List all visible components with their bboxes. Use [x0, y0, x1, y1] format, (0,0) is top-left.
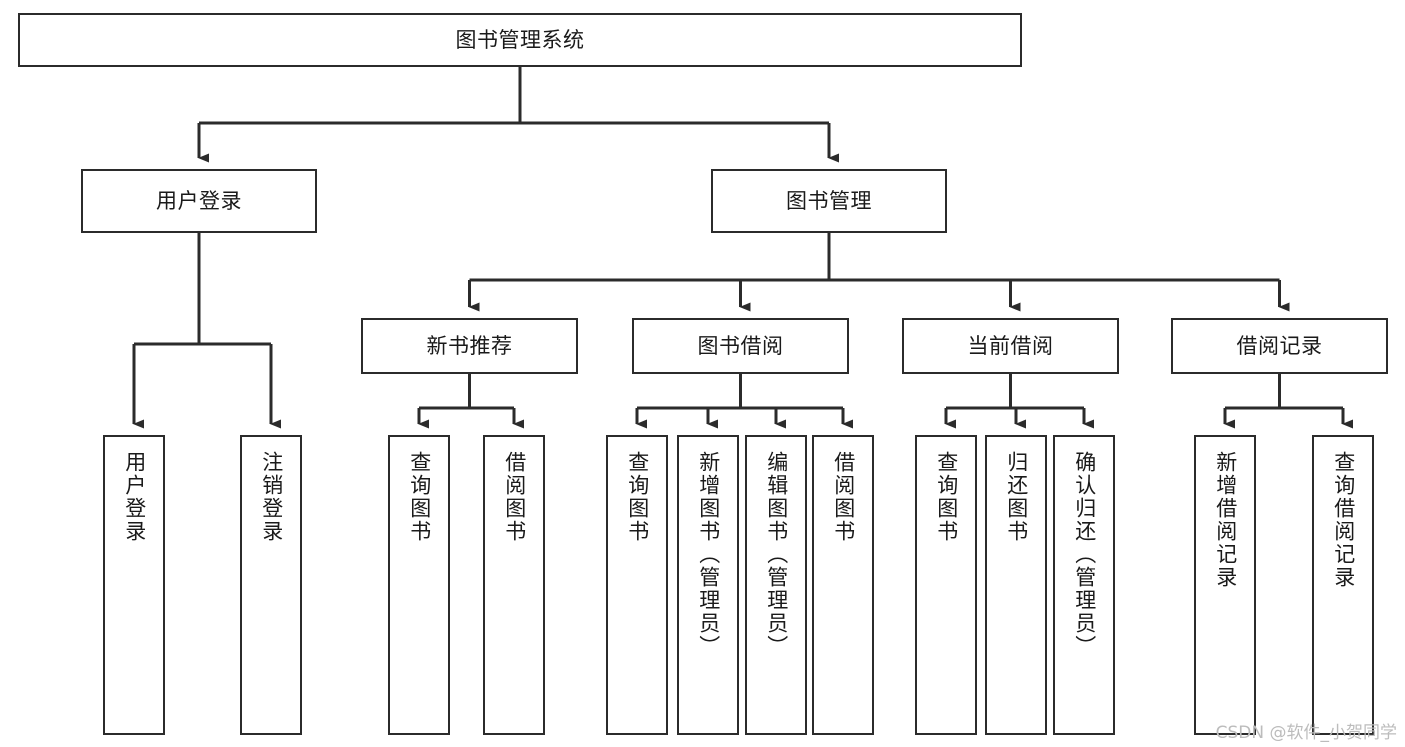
node-label: 用户登录 [122, 451, 147, 543]
node-borrowing-records[interactable]: 借阅记录 [1171, 318, 1388, 374]
node-leaf-edit-book-admin[interactable]: 编辑图书（管理员） [745, 435, 807, 735]
node-label: 借阅记录 [1236, 333, 1323, 358]
node-current-borrowing[interactable]: 当前借阅 [902, 318, 1119, 374]
node-label: 查询图书 [934, 451, 959, 543]
node-leaf-query-book-borrowing[interactable]: 查询图书 [606, 435, 668, 735]
node-label: 注销登录 [259, 451, 284, 543]
node-leaf-return-book[interactable]: 归还图书 [985, 435, 1047, 735]
node-leaf-borrow-book-borrowing[interactable]: 借阅图书 [812, 435, 874, 735]
node-leaf-user-login[interactable]: 用户登录 [103, 435, 165, 735]
node-label: 图书管理 [786, 188, 872, 213]
node-label: 新增图书（管理员） [696, 451, 721, 658]
node-leaf-add-book-admin[interactable]: 新增图书（管理员） [677, 435, 739, 735]
node-book-borrowing[interactable]: 图书借阅 [632, 318, 849, 374]
node-book-management[interactable]: 图书管理 [711, 169, 947, 233]
node-leaf-confirm-return-admin[interactable]: 确认归还（管理员） [1053, 435, 1115, 735]
node-user-login[interactable]: 用户登录 [81, 169, 317, 233]
node-leaf-borrow-book-recommend[interactable]: 借阅图书 [483, 435, 545, 735]
node-label: 查询图书 [625, 451, 650, 543]
node-label: 新书推荐 [426, 333, 513, 358]
node-label: 图书管理系统 [455, 27, 585, 52]
node-root-system[interactable]: 图书管理系统 [18, 13, 1022, 67]
node-label: 归还图书 [1004, 451, 1029, 543]
node-label: 查询图书 [407, 451, 432, 543]
node-label: 借阅图书 [502, 451, 527, 543]
node-label: 当前借阅 [967, 333, 1054, 358]
node-leaf-query-book-recommend[interactable]: 查询图书 [388, 435, 450, 735]
node-label: 查询借阅记录 [1331, 451, 1356, 589]
node-label: 用户登录 [156, 188, 242, 213]
node-new-book-recommendation[interactable]: 新书推荐 [361, 318, 578, 374]
node-label: 新增借阅记录 [1213, 451, 1238, 589]
node-leaf-add-borrow-record[interactable]: 新增借阅记录 [1194, 435, 1256, 735]
watermark: CSDN @软件_小贺同学 [1215, 723, 1397, 743]
node-label: 确认归还（管理员） [1072, 451, 1097, 658]
node-label: 编辑图书（管理员） [764, 451, 789, 658]
node-label: 图书借阅 [697, 333, 784, 358]
node-leaf-query-borrow-record[interactable]: 查询借阅记录 [1312, 435, 1374, 735]
node-leaf-logout[interactable]: 注销登录 [240, 435, 302, 735]
node-label: 借阅图书 [831, 451, 856, 543]
node-leaf-query-book-current[interactable]: 查询图书 [915, 435, 977, 735]
